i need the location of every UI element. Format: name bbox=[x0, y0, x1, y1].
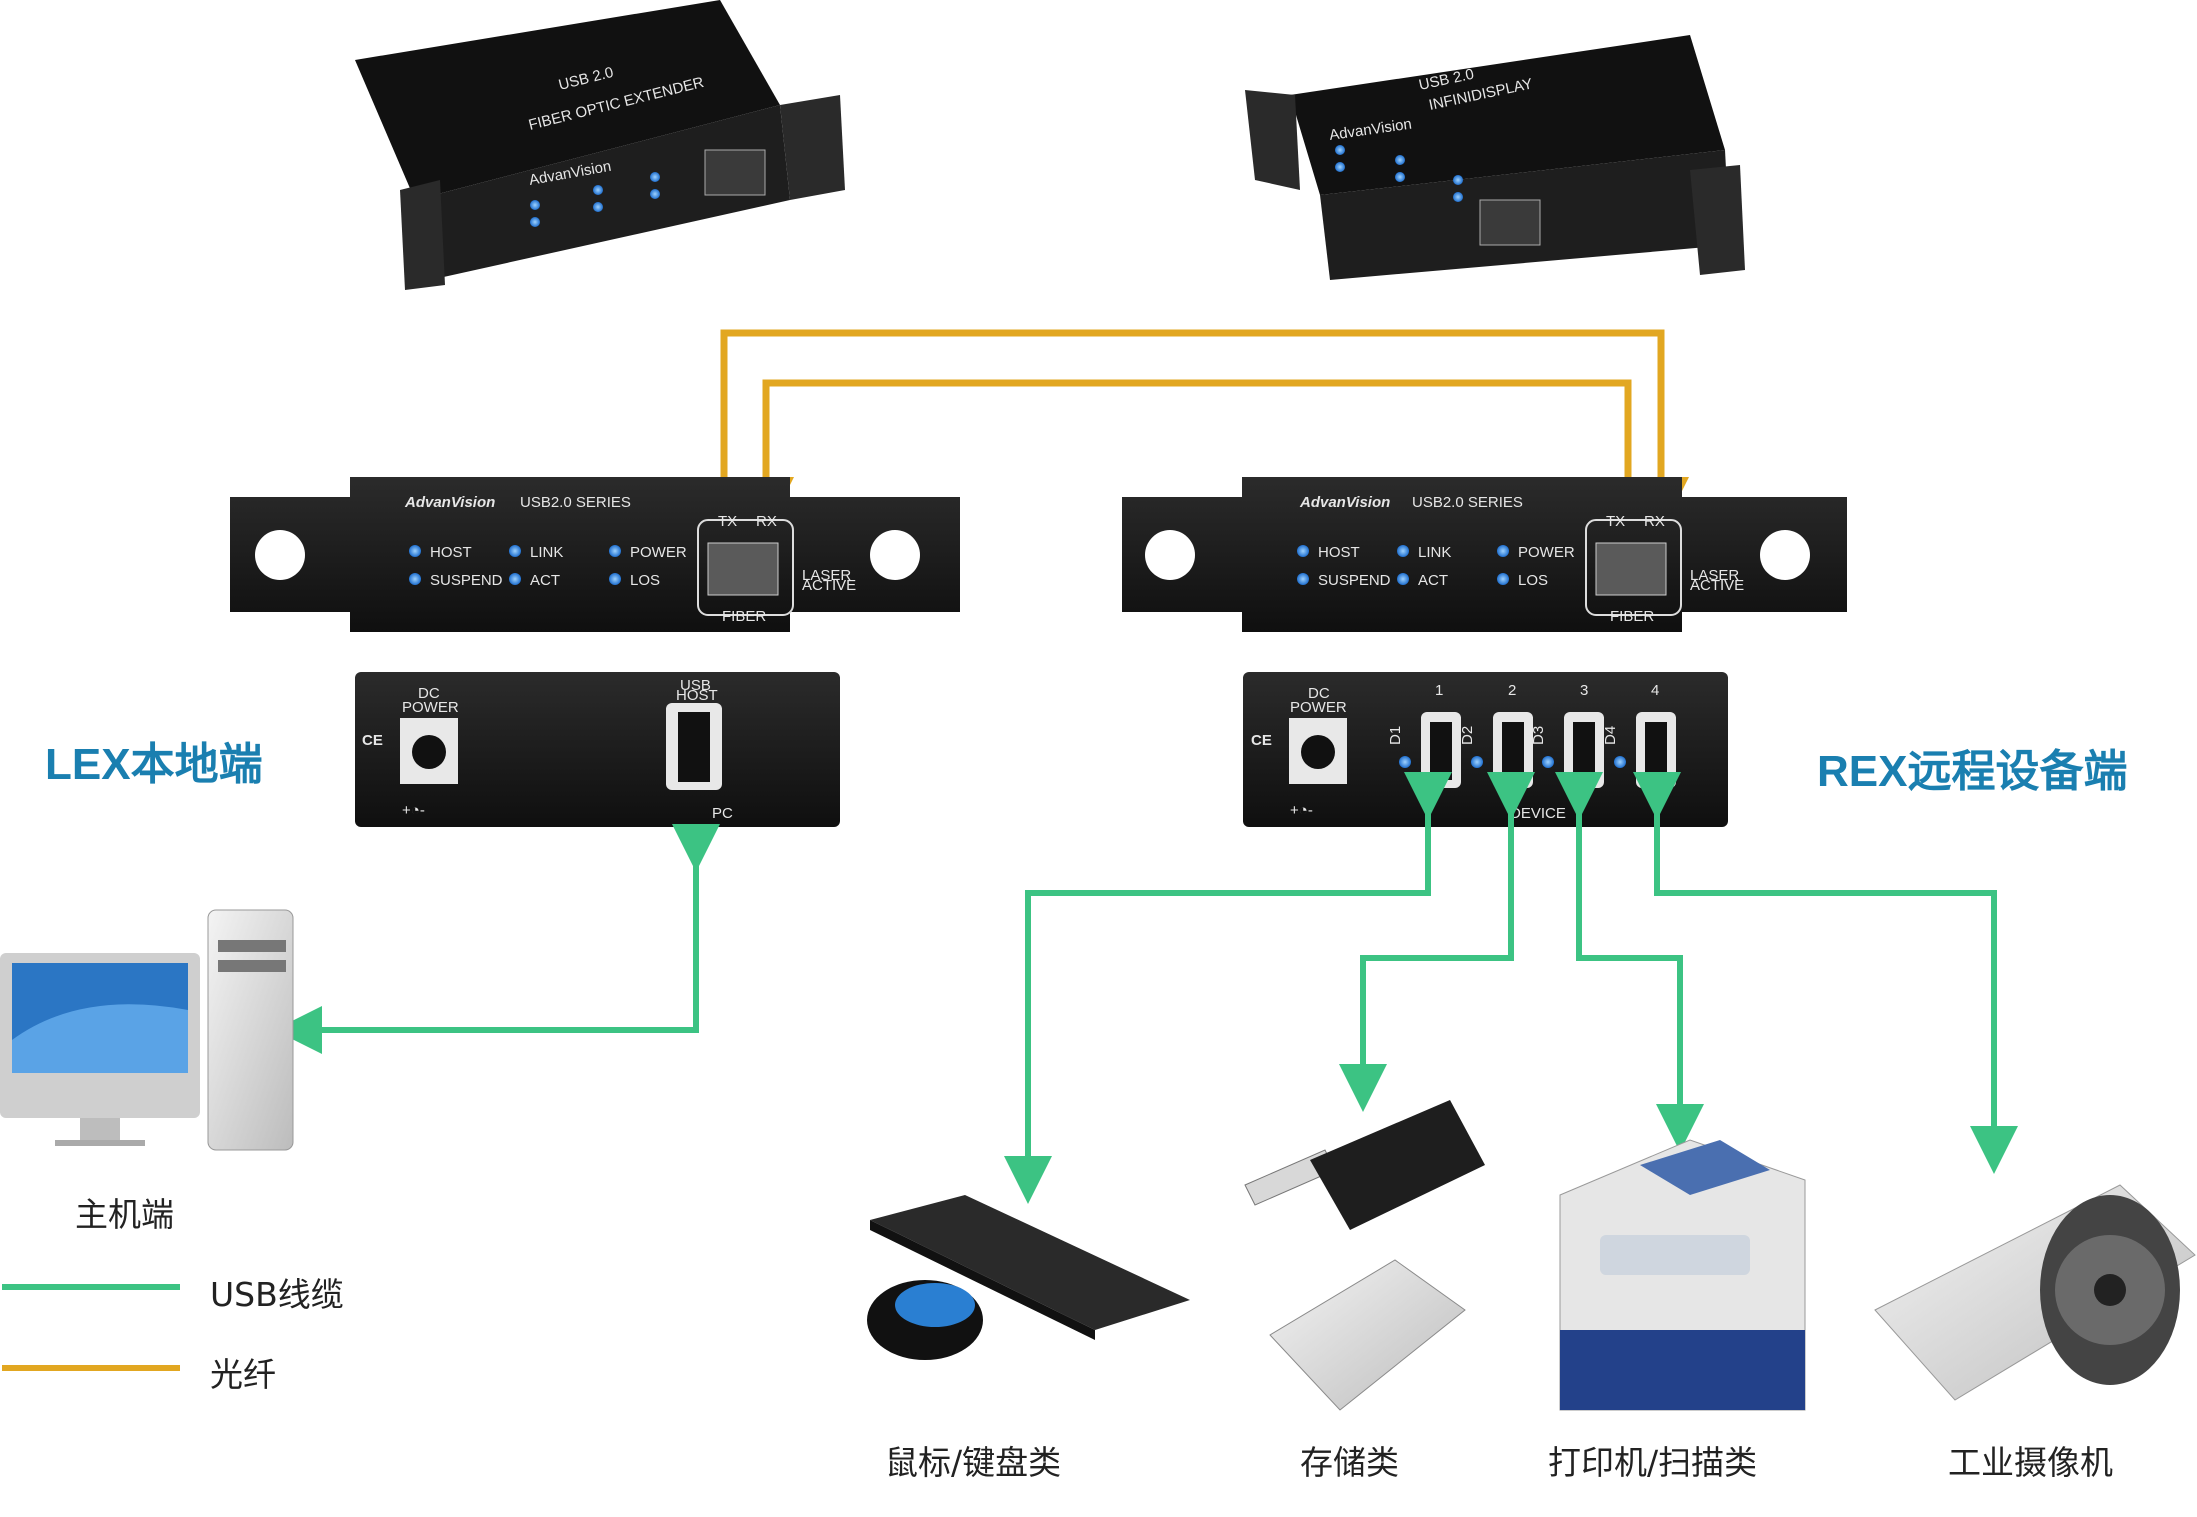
rex-active-label: ACTIVE bbox=[1690, 577, 1744, 594]
legend-fiber-label: 光纤 bbox=[210, 1355, 276, 1394]
rex-brand: AdvanVision bbox=[1299, 494, 1390, 511]
laser-label: LASER bbox=[802, 567, 851, 584]
rex-series: USB2.0 SERIES bbox=[1412, 494, 1523, 511]
rex-led-label-power: POWER bbox=[1518, 544, 1575, 561]
rex-led-label-act: ACT bbox=[1418, 572, 1448, 589]
usb-line-storage bbox=[1339, 772, 1535, 1112]
fiber-line-outer bbox=[720, 329, 1689, 533]
rex-product-photo: USB 2.0 INFINIDISPLAY AdvanVision bbox=[1245, 35, 1745, 280]
device-label-camera: 工业摄像机 bbox=[1948, 1443, 2113, 1482]
rex-usb-port-d4 bbox=[1645, 722, 1667, 780]
host-computer-icon bbox=[0, 909, 294, 1151]
lex-product-photo: USB 2.0 FIBER OPTIC EXTENDER AdvanVision bbox=[355, 0, 845, 290]
rex-device-label: DEVICE bbox=[1510, 805, 1566, 822]
rex-port-id-d3: D3 bbox=[1530, 726, 1547, 745]
usb-line-host bbox=[274, 824, 720, 1054]
printer-icon bbox=[1559, 1139, 1806, 1411]
rex-usb-port-d1 bbox=[1430, 722, 1452, 780]
led-label-los: LOS bbox=[630, 572, 660, 589]
device-label-printer: 打印机/扫描类 bbox=[1548, 1443, 1758, 1482]
led-los bbox=[609, 573, 621, 585]
led-act bbox=[509, 573, 521, 585]
rex-port-id-d2: D2 bbox=[1459, 726, 1476, 745]
rex-port-rx: RX bbox=[1644, 513, 1665, 530]
led-label-link: LINK bbox=[530, 544, 563, 561]
lex-back-panel: DC POWER +◔- CE USB HOST PC bbox=[355, 672, 840, 827]
lex-pc-label: PC bbox=[712, 805, 733, 822]
rex-led-label-link: LINK bbox=[1418, 544, 1451, 561]
usb-line-camera bbox=[1633, 772, 2018, 1174]
lex-dc-label: DC bbox=[418, 685, 440, 702]
rex-led-label-suspend: SUSPEND bbox=[1318, 572, 1391, 589]
lex-host-label: HOST bbox=[676, 687, 718, 704]
led-label-power: POWER bbox=[630, 544, 687, 561]
rex-usb-port-d2 bbox=[1502, 722, 1524, 780]
rex-port-num-3: 3 bbox=[1580, 682, 1588, 699]
port-fiber: FIBER bbox=[722, 608, 766, 625]
rex-led-label-los: LOS bbox=[1518, 572, 1548, 589]
lex-usb-host-port bbox=[678, 712, 710, 782]
rex-title: REX远程设备端 bbox=[1817, 747, 2128, 796]
sfp-port bbox=[707, 542, 779, 596]
usb-line-keyboard bbox=[1004, 772, 1452, 1204]
port-rx: RX bbox=[756, 513, 777, 530]
storage-icon bbox=[1244, 1100, 1485, 1411]
camera-icon bbox=[1874, 1184, 2196, 1401]
rex-port-tx: TX bbox=[1606, 513, 1625, 530]
port-tx: TX bbox=[718, 513, 737, 530]
rex-usb-port-d3 bbox=[1573, 722, 1595, 780]
rex-front-panel: AdvanVision USB2.0 SERIES HOST SUSPEND L… bbox=[1122, 477, 1847, 632]
lex-brand: AdvanVision bbox=[404, 494, 495, 511]
lex-dc-jack bbox=[412, 735, 446, 769]
fiber-line-inner bbox=[738, 379, 1632, 533]
lex-title: LEX本地端 bbox=[45, 740, 263, 789]
fiber-links bbox=[720, 329, 1689, 533]
rex-power-label: POWER bbox=[1290, 699, 1347, 716]
svg-text:CE: CE bbox=[1251, 732, 1272, 749]
rex-polarity: +◔- bbox=[1290, 802, 1313, 819]
rex-port-num-4: 4 bbox=[1651, 682, 1659, 699]
rex-led-label-host: HOST bbox=[1318, 544, 1360, 561]
host-label: 主机端 bbox=[75, 1195, 174, 1234]
keyboard-mouse-icon bbox=[867, 1195, 1190, 1360]
led-label-suspend: SUSPEND bbox=[430, 572, 503, 589]
svg-text:CE: CE bbox=[362, 732, 383, 749]
rex-port-fiber: FIBER bbox=[1610, 608, 1654, 625]
lex-power-label: POWER bbox=[402, 699, 459, 716]
led-label-host: HOST bbox=[430, 544, 472, 561]
lex-polarity: +◔- bbox=[402, 802, 425, 819]
rex-dc-jack bbox=[1301, 735, 1335, 769]
lex-usb-label: USB bbox=[680, 677, 711, 694]
led-link bbox=[509, 545, 521, 557]
rex-port-id-d4: D4 bbox=[1602, 726, 1619, 745]
active-label: ACTIVE bbox=[802, 577, 856, 594]
led-label-act: ACT bbox=[530, 572, 560, 589]
device-label-keyboard: 鼠标/键盘类 bbox=[885, 1443, 1062, 1482]
lex-front-panel: AdvanVision USB2.0 SERIES HOST SUSPEND L… bbox=[230, 477, 960, 632]
led-power bbox=[609, 545, 621, 557]
led-suspend bbox=[409, 573, 421, 585]
usb-links bbox=[274, 772, 2018, 1204]
rex-port-num-1: 1 bbox=[1435, 682, 1443, 699]
usb-line-printer bbox=[1555, 772, 1704, 1152]
legend-usb-label: USB线缆 bbox=[210, 1275, 344, 1314]
rex-dc-label: DC bbox=[1308, 685, 1330, 702]
rex-port-id-d1: D1 bbox=[1387, 726, 1404, 745]
device-label-storage: 存储类 bbox=[1300, 1443, 1399, 1482]
lex-series: USB2.0 SERIES bbox=[520, 494, 631, 511]
rex-port-num-2: 2 bbox=[1508, 682, 1516, 699]
led-host bbox=[409, 545, 421, 557]
rex-laser-label: LASER bbox=[1690, 567, 1739, 584]
